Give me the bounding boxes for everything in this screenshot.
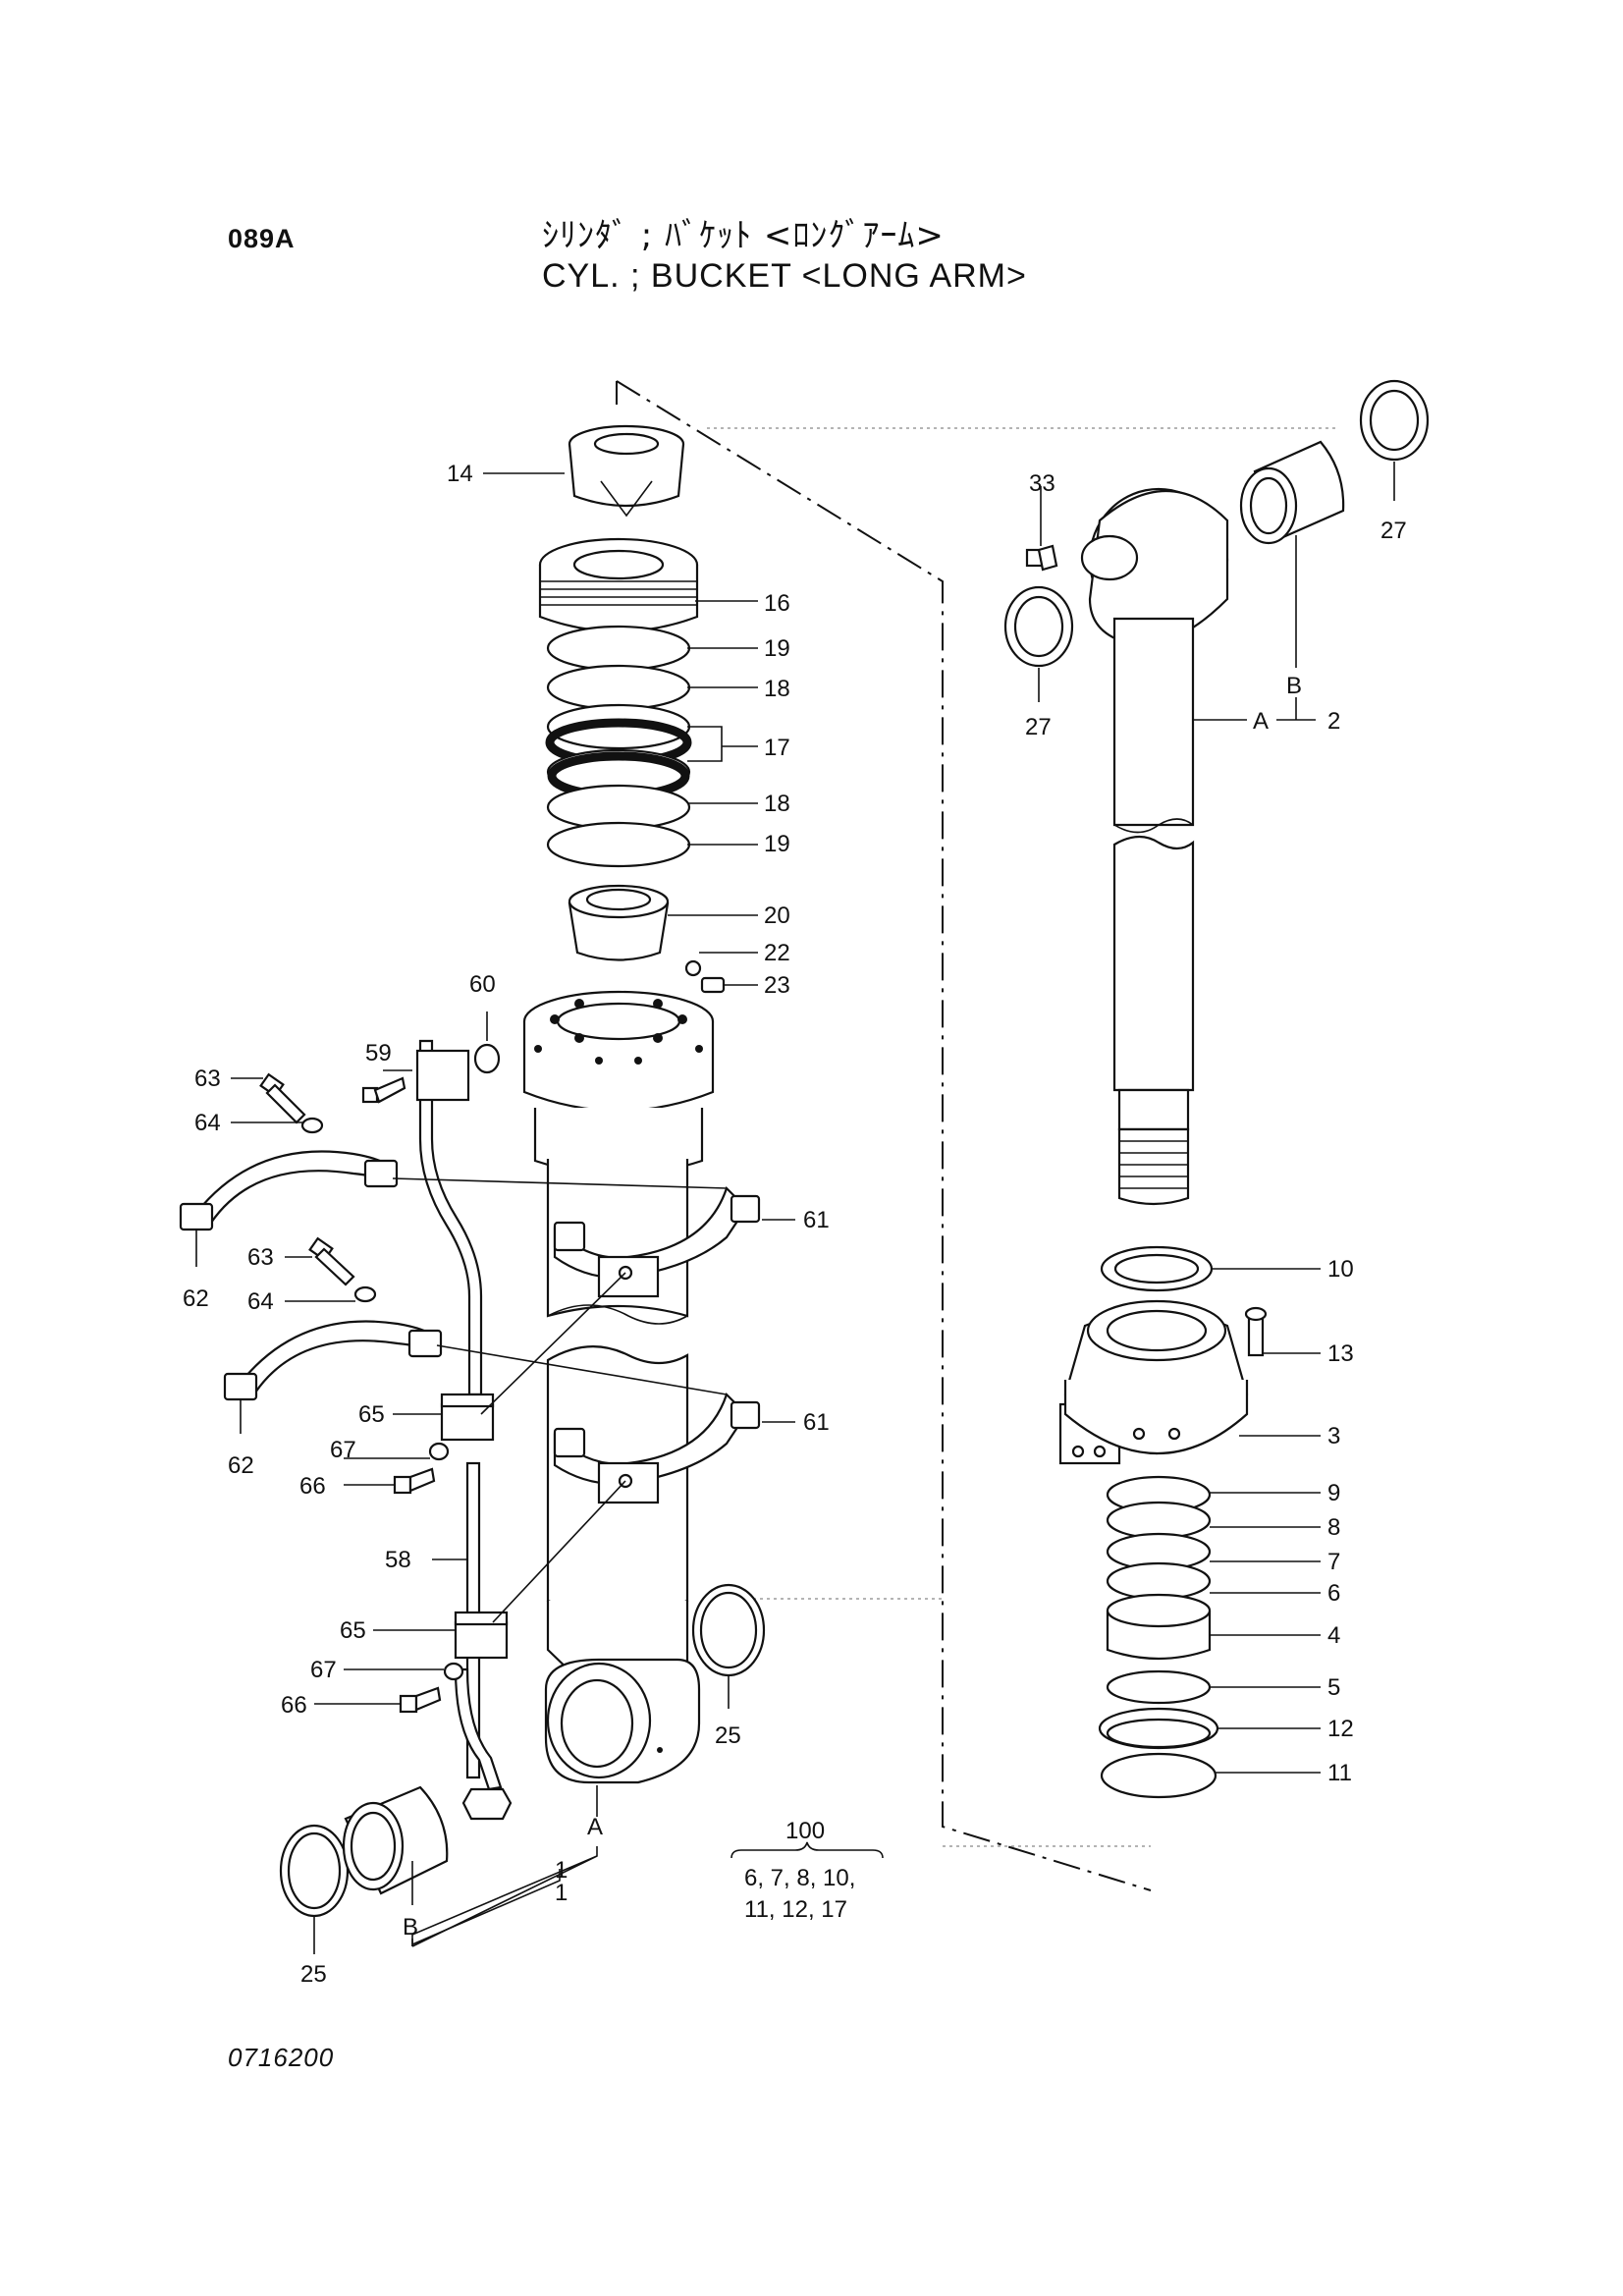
callout-20: 20 — [764, 902, 790, 929]
callout-2: 2 — [1327, 708, 1340, 735]
callout-64: 64 — [194, 1110, 221, 1136]
callout-67: 67 — [310, 1657, 337, 1683]
callout-60: 60 — [469, 971, 496, 998]
clamp-62-upper — [179, 1150, 399, 1231]
page-code: 089A — [228, 224, 296, 253]
callout-63: 63 — [247, 1244, 274, 1271]
callout-27: 27 — [1025, 714, 1052, 740]
block-65-lower — [454, 1611, 509, 1660]
callout-67: 67 — [330, 1437, 356, 1463]
callout-18: 18 — [764, 791, 790, 817]
callout-65: 65 — [340, 1617, 366, 1644]
callout-64: 64 — [247, 1288, 274, 1315]
block-65-upper — [440, 1393, 495, 1442]
callout-23: 23 — [764, 972, 790, 999]
callout-5: 5 — [1327, 1674, 1340, 1701]
callout-65: 65 — [358, 1401, 385, 1428]
callout-66: 66 — [299, 1473, 326, 1500]
callout-62: 62 — [183, 1285, 209, 1312]
callout-27: 27 — [1380, 518, 1407, 544]
callout-62: 62 — [228, 1452, 254, 1479]
seal-rings — [545, 625, 692, 868]
callout-61: 61 — [803, 1207, 830, 1233]
kit-number: 100 — [785, 1818, 825, 1844]
callout-19: 19 — [764, 635, 790, 662]
bushing-25-right — [691, 1583, 766, 1677]
callout-11: 11 — [1327, 1760, 1352, 1786]
clamp-61-lower — [553, 1392, 761, 1504]
callout-9: 9 — [1327, 1480, 1340, 1506]
callout-22: 22 — [764, 940, 790, 966]
piston-16 — [538, 537, 699, 633]
callout-7: 7 — [1327, 1549, 1340, 1575]
kit-contents-line2: 11, 12, 17 — [744, 1896, 847, 1923]
callout-A: A — [587, 1814, 603, 1840]
frame-outline — [616, 380, 1335, 1891]
nut-20 — [568, 884, 726, 994]
leader-lines — [195, 462, 1395, 1954]
callout-25: 25 — [715, 1722, 741, 1749]
gland-assembly — [1058, 1245, 1268, 1799]
title-english: CYL. ; BUCKET <LONG ARM> — [542, 257, 1027, 295]
callout-A: A — [1253, 708, 1269, 735]
callout-66: 66 — [281, 1692, 307, 1719]
callout-1: 1 — [555, 1880, 568, 1906]
callout-10: 10 — [1327, 1256, 1354, 1283]
callout-33: 33 — [1029, 470, 1055, 497]
callout-6: 6 — [1327, 1580, 1340, 1607]
callout-labels: 14 16 19 18 17 18 19 20 22 23 60 59 63 6… — [183, 461, 1407, 1988]
title-japanese: ｼﾘﾝﾀﾞ ; ﾊﾞｹｯﾄ <ﾛﾝｸﾞｱｰﾑ> — [542, 216, 945, 255]
callout-17: 17 — [764, 735, 790, 761]
callout-19: 19 — [764, 831, 790, 857]
bolts-left — [259, 1043, 501, 1714]
callout-18: 18 — [764, 676, 790, 702]
callout-13: 13 — [1327, 1340, 1354, 1367]
kit-contents-line1: 6, 7, 8, 10, — [744, 1865, 855, 1891]
rod-assembly — [1003, 379, 1430, 1206]
callout-4: 4 — [1327, 1622, 1340, 1649]
callout-12: 12 — [1327, 1716, 1354, 1742]
callout-59: 59 — [365, 1040, 392, 1066]
callout-8: 8 — [1327, 1514, 1340, 1541]
callout-14: 14 — [447, 461, 473, 487]
drawing-number: 0716200 — [228, 2043, 335, 2072]
callout-58: 58 — [385, 1547, 411, 1573]
callout-1: 1 — [555, 1857, 568, 1884]
callout-61: 61 — [803, 1409, 830, 1436]
callout-16: 16 — [764, 590, 790, 617]
callout-B: B — [1286, 673, 1302, 699]
bushing-14 — [568, 424, 685, 518]
callout-25: 25 — [300, 1961, 327, 1988]
clamp-62-lower — [223, 1320, 443, 1401]
callout-3: 3 — [1327, 1423, 1340, 1449]
callout-63: 63 — [194, 1066, 221, 1092]
bushing-25-left — [279, 1785, 449, 1918]
callout-B: B — [403, 1914, 418, 1941]
